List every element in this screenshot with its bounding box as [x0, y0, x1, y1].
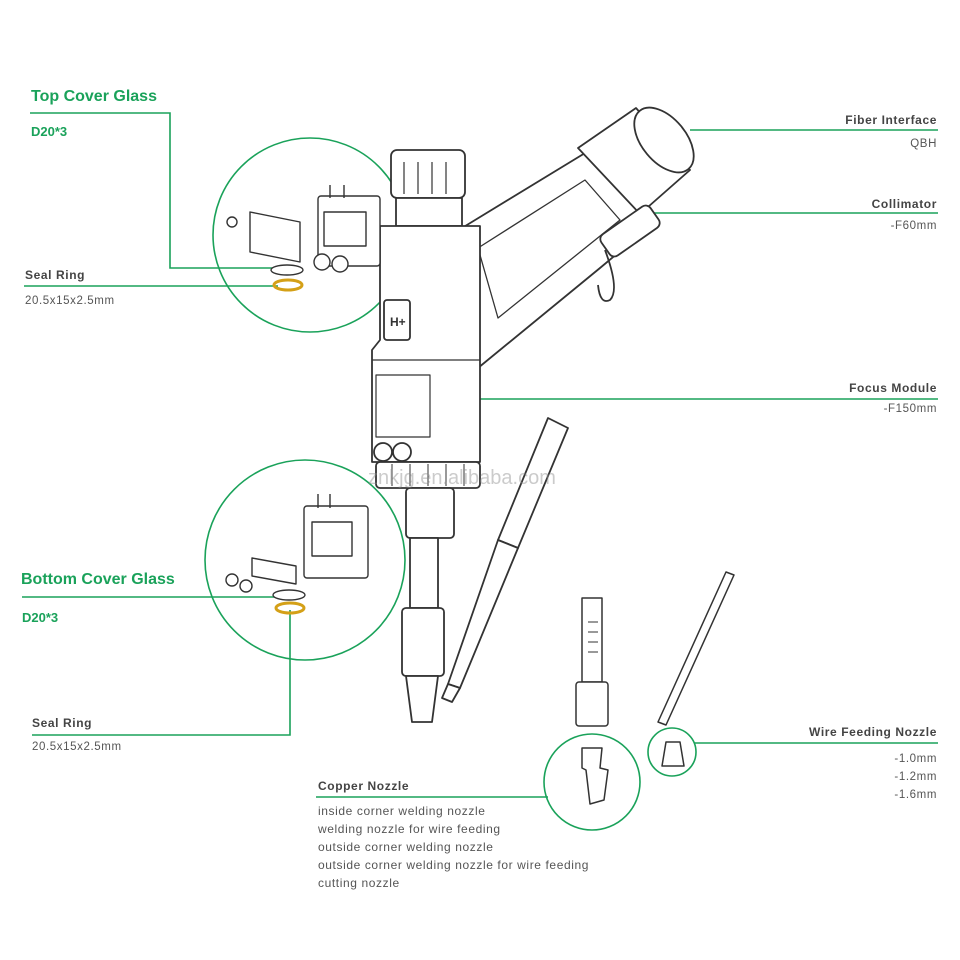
- focus-module-spec: -F150mm: [883, 403, 937, 415]
- bottom-seal-ring-spec: 20.5x15x2.5mm: [32, 741, 122, 753]
- copper-nozzle-type: outside corner welding nozzle for wire f…: [318, 858, 590, 872]
- bottom-detail-circle: [204, 459, 406, 661]
- fiber-barrel: [577, 107, 691, 215]
- copper-nozzle-name: Copper Nozzle: [318, 779, 410, 793]
- handle-hook: [597, 249, 615, 302]
- top-cover-glass-holder: [249, 211, 301, 263]
- upper-cap: [390, 149, 466, 199]
- top-seal-ring-name: Seal Ring: [25, 268, 86, 282]
- copper-nozzle-type-list: inside corner welding nozzle welding noz…: [318, 802, 589, 892]
- bottom-seal-ring-name: Seal Ring: [32, 716, 93, 730]
- leader-top-cover-glass: [30, 112, 276, 269]
- copper-nozzle-type: outside corner welding nozzle: [318, 840, 494, 854]
- nozzle-tip: [405, 675, 439, 723]
- leader-bottom-seal-ring: [32, 610, 291, 736]
- top-cover-glass-spec: D20*3: [31, 124, 68, 139]
- watermark: znkjg.en.alibaba.com: [368, 467, 556, 489]
- copper-nozzle-type: welding nozzle for wire feeding: [318, 822, 501, 836]
- top-cover-glass: [270, 264, 304, 276]
- copper-nozzle: [581, 747, 609, 805]
- wire-feeding-nozzle-spec-2: -1.2mm: [894, 771, 937, 783]
- top-cover-glass-title: Top Cover Glass: [31, 88, 157, 105]
- wire-feeding-nozzle-spec-3: -1.6mm: [894, 789, 937, 801]
- focus-module-name: Focus Module: [849, 381, 937, 395]
- bottom-cover-glass: [272, 589, 306, 601]
- nozzle-holder-tube: [581, 597, 603, 683]
- top-seal-ring-spec: 20.5x15x2.5mm: [25, 295, 115, 307]
- collimator-name: Collimator: [871, 197, 937, 211]
- copper-nozzle-type: inside corner welding nozzle: [318, 804, 486, 818]
- bottom-seal-ring: [274, 601, 306, 615]
- fiber-interface-name: Fiber Interface: [845, 113, 937, 127]
- head-logo: H+: [390, 315, 406, 329]
- wire-feeding-nozzle-spec-1: -1.0mm: [894, 753, 937, 765]
- copper-nozzle-detail-circle: [543, 733, 641, 831]
- bottom-cover-glass-spec: D20*3: [22, 610, 59, 625]
- collimator-spec: -F60mm: [890, 220, 937, 232]
- leader-bottom-cover-glass: [22, 592, 277, 598]
- wire-feed-rod: [657, 571, 735, 726]
- wire-nozzle-detail-circle: [647, 727, 697, 777]
- wire-feeding-nozzle-name: Wire Feeding Nozzle: [809, 725, 937, 739]
- bottom-cover-glass-title: Bottom Cover Glass: [21, 571, 175, 588]
- bottom-cover-glass-holder: [251, 557, 297, 585]
- top-seal-ring: [272, 278, 304, 292]
- copper-nozzle-type: cutting nozzle: [318, 876, 400, 890]
- wire-feeding-nozzle: [661, 741, 685, 767]
- fiber-interface-spec: QBH: [910, 138, 937, 150]
